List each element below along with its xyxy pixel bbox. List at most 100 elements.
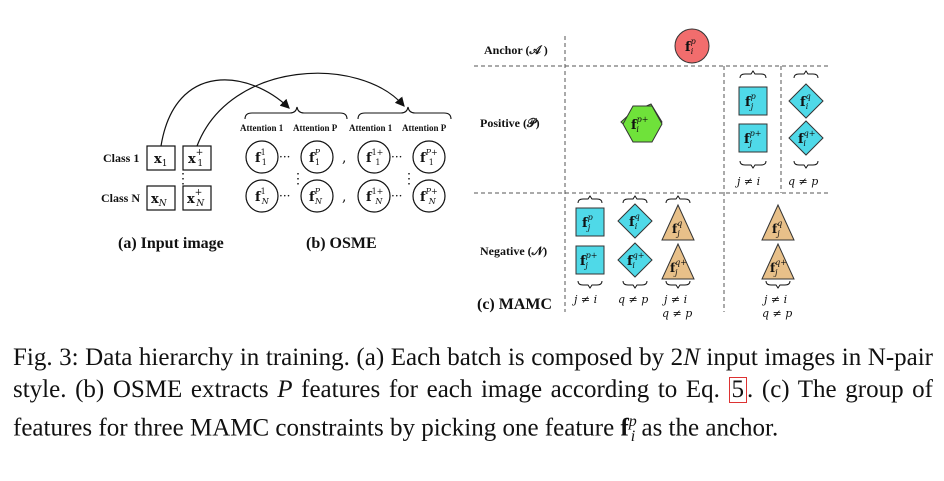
caption-P: P [277, 376, 293, 403]
neg-triangle-4 [761, 242, 795, 280]
pos-dm-brace-top [793, 70, 819, 79]
anchor-node [674, 28, 710, 64]
neg-sq-cond: j ≠ i [571, 293, 597, 306]
x1-plus-box [182, 145, 212, 171]
hdots-r1a: ··· [279, 150, 290, 164]
figure-diagram: Class 1 Class N x1 x+1 ⋮ xN x+N (a) Inpu… [101, 28, 830, 320]
caption-f-sup: p [628, 413, 637, 430]
neg-tr-cond-1: j ≠ i [661, 293, 687, 306]
pos-dm-brace-bottom [793, 160, 819, 169]
positive-hexagon-label: fp+i [631, 115, 648, 134]
classN-label: Class N [101, 191, 140, 205]
xN-symbol: xN [151, 192, 168, 209]
neg-square-2-label: fp+j [580, 251, 597, 270]
pos-dm-cond: q ≠ p [788, 175, 818, 188]
neg-dm-brace-bottom [622, 280, 648, 289]
pos-square-1 [738, 86, 768, 116]
f-1-P-node [300, 140, 334, 174]
neg-diamond-1 [617, 203, 653, 239]
hdots-r2a: ··· [279, 189, 290, 203]
caption-part1: Data hierarchy in training. (a) Each bat… [78, 344, 684, 371]
eq-ref-link[interactable]: 5 [728, 377, 748, 403]
neg-triangle-4-label: fq+j [770, 258, 787, 277]
caption-part5: as the anchor. [635, 414, 779, 442]
neg-sq-brace-top [577, 195, 603, 204]
arrow-x1plus-to-osme [196, 72, 405, 147]
positive-label: Positive (𝒫) [480, 116, 540, 130]
xN-box [146, 185, 176, 211]
osme-vdots-b: ⋮ [402, 171, 416, 187]
neg-triangle-2 [661, 242, 695, 280]
f-1-Pp-node [412, 140, 446, 174]
neg-dm-cond: q ≠ p [618, 293, 648, 306]
f-1-1p-node [357, 140, 391, 174]
x1-plus-symbol: x+1 [188, 148, 203, 169]
neg-tr-brace-top [665, 195, 691, 204]
pos-square-2 [738, 123, 768, 153]
f-N-Pp-label: fP+N [420, 187, 438, 206]
anchor-label: Anchor (𝒜 ) [484, 43, 548, 57]
caption-part2: input images in N-pair style. (b) OSME e… [13, 344, 934, 403]
neg-diamond-2 [617, 242, 653, 278]
comma-r1: , [342, 150, 346, 166]
input-vdots: ⋮ [176, 171, 190, 187]
caption-f-sub: i [630, 428, 636, 446]
attP-label-b: Attention P [402, 123, 447, 133]
caption-N: N [683, 344, 700, 371]
att1-label-b: Attention 1 [349, 123, 393, 133]
class1-label: Class 1 [103, 151, 139, 165]
pos-sq-cond: j ≠ i [734, 175, 760, 188]
mamc-caption: (c) MAMC [477, 296, 552, 313]
xN-plus-box [182, 185, 212, 211]
neg-tr-brace-bottom [665, 280, 691, 289]
x1-box [146, 145, 176, 171]
pos-sq-brace-bottom [739, 160, 767, 169]
neg-dm-brace-top [622, 195, 648, 204]
hdots-r2b: ··· [391, 189, 402, 203]
f-1-1-node [245, 140, 279, 174]
caption-f: f [620, 414, 629, 442]
osme-panel: Attention 1 Attention P Attention 1 Atte… [240, 106, 452, 252]
osme-brace-2 [357, 106, 452, 120]
f-N-1p-node [357, 179, 391, 213]
input-caption: (a) Input image [118, 235, 224, 252]
f-N-1-node [245, 179, 279, 213]
pos-diamond-2-label: fq+i [798, 129, 815, 148]
f-1-Pp-label: fP+1 [420, 148, 438, 167]
hdots-r1b: ··· [391, 150, 402, 164]
negative-label: Negative (𝒩) [480, 244, 547, 258]
figure-caption: Fig. 3: Data hierarchy in training. (a) … [13, 342, 933, 453]
neg-tr2-cond-2: q ≠ p [762, 307, 792, 320]
neg-triangle-1 [661, 203, 695, 241]
neg-triangle-2-label: fq+j [670, 258, 687, 277]
osme-vdots-a: ⋮ [291, 171, 305, 187]
pos-sq-brace-top [739, 70, 767, 79]
attP-label-a: Attention P [293, 123, 338, 133]
neg-sq-brace-bottom [577, 280, 603, 289]
f-1-1p-label: f1+1 [366, 148, 383, 167]
pos-diamond-2 [788, 120, 824, 156]
neg-tr2-brace-bottom [765, 280, 791, 289]
pos-diamond-1 [788, 83, 824, 119]
neg-square-2 [575, 245, 605, 275]
input-panel: Class 1 Class N x1 x+1 ⋮ xN x+N (a) Inpu… [101, 72, 405, 252]
osme-brace-1 [244, 106, 348, 120]
comma-r2: , [342, 189, 346, 205]
positive-hexagon-outline [622, 105, 663, 143]
f-N-Pp-node [412, 179, 446, 213]
f-N-1p-label: f1+N [366, 187, 383, 206]
att1-label-a: Attention 1 [240, 123, 284, 133]
x1-symbol: x1 [154, 152, 168, 169]
osme-caption: (b) OSME [306, 235, 377, 252]
neg-diamond-2-label: fq+i [627, 251, 644, 270]
